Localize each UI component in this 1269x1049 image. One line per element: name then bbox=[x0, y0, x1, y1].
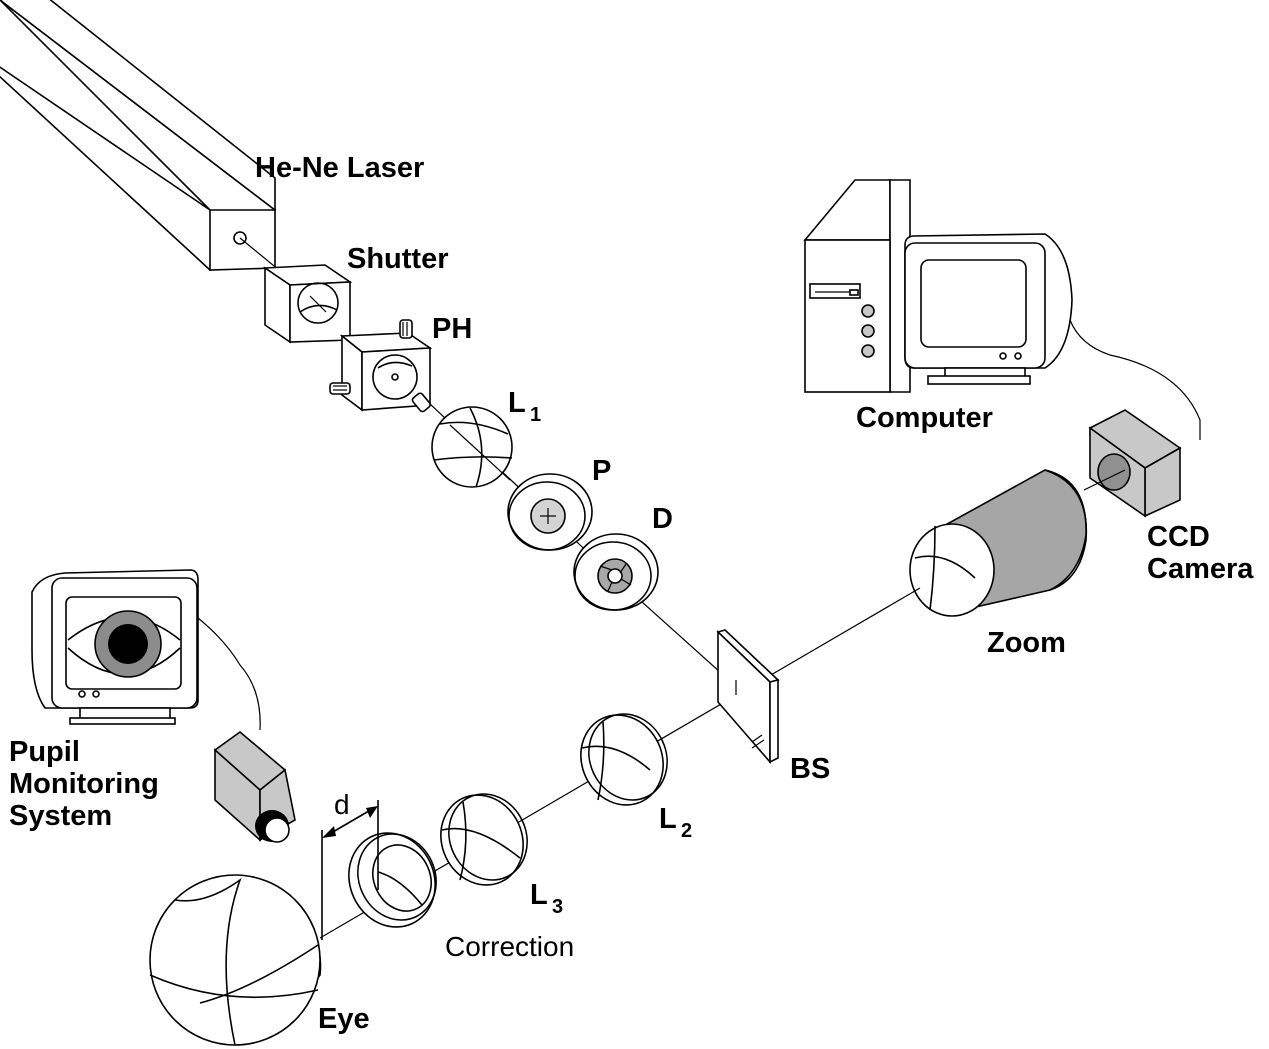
lens-l2 bbox=[580, 713, 668, 806]
polarizer-label: P bbox=[592, 455, 611, 487]
polarizer bbox=[507, 473, 593, 551]
zoom-lens bbox=[909, 469, 1088, 617]
eye-label: Eye bbox=[318, 1003, 370, 1035]
shutter bbox=[262, 264, 353, 344]
computer-cable bbox=[1069, 319, 1201, 440]
diaphragm bbox=[573, 533, 659, 611]
pupil-camera-cable bbox=[197, 617, 261, 731]
pinhole-label: PH bbox=[432, 313, 472, 345]
pupil-label-line3: System bbox=[9, 800, 112, 832]
ccd-label-line2: Camera bbox=[1147, 553, 1254, 585]
pupil-monitor bbox=[31, 569, 199, 725]
laser-label: He-Ne Laser bbox=[255, 152, 424, 184]
correction-label: Correction bbox=[445, 931, 574, 962]
lens-l1-subscript: 1 bbox=[530, 404, 541, 426]
computer-label: Computer bbox=[856, 402, 993, 434]
beam-splitter bbox=[716, 629, 780, 765]
pinhole bbox=[329, 319, 433, 413]
lens-l1 bbox=[431, 406, 513, 488]
ccd-label-line1: CCD bbox=[1147, 521, 1210, 553]
beamsplitter-label: BS bbox=[790, 753, 830, 785]
zoom-label: Zoom bbox=[987, 627, 1066, 659]
pupil-camera bbox=[213, 730, 296, 843]
shutter-label: Shutter bbox=[347, 243, 449, 275]
distance-label: d bbox=[334, 789, 350, 820]
pupil-label-line2: Monitoring bbox=[9, 768, 159, 800]
lens-l1-label: L bbox=[508, 387, 526, 419]
computer bbox=[803, 179, 1073, 393]
lens-l2-subscript: 2 bbox=[681, 820, 692, 842]
distance-marker bbox=[321, 800, 379, 940]
lens-l3 bbox=[440, 793, 528, 886]
lens-l2-label: L bbox=[659, 803, 677, 835]
ccd-camera bbox=[1088, 409, 1182, 518]
he-ne-laser bbox=[0, 0, 277, 272]
diaphragm-label: D bbox=[652, 503, 673, 535]
correction-lens bbox=[348, 832, 437, 928]
eye bbox=[149, 874, 322, 1046]
lens-l3-label: L bbox=[530, 879, 548, 911]
pupil-label-line1: Pupil bbox=[9, 736, 80, 768]
lens-l3-subscript: 3 bbox=[552, 896, 563, 918]
